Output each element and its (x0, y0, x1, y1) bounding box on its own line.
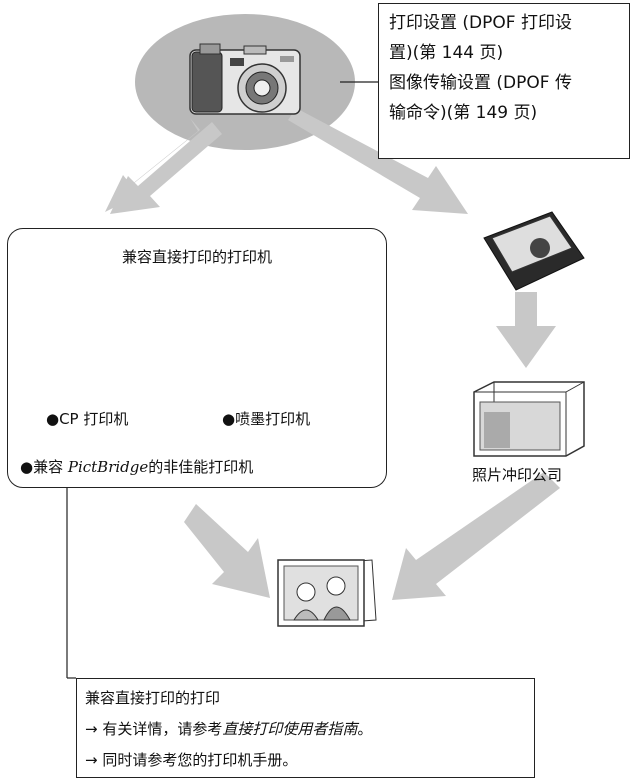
direct-print-note: 兼容直接打印的打印 → 有关详情，请参考直接打印使用者指南。 → 同时请参考您的… (76, 678, 535, 778)
compatible-printers-box (7, 228, 387, 488)
arrow-printers-to-photos (184, 504, 270, 598)
printers-box-title: 兼容直接打印的打印机 (121, 248, 272, 266)
settings-callout: 打印设置 (DPOF 打印设 置)(第 144 页) 图像传输设置 (DPOF … (378, 3, 630, 159)
callout-line-3: 图像传输设置 (DPOF 传 (389, 73, 572, 93)
callout-line-2: 置)(第 144 页) (389, 43, 504, 63)
pictbridge-prefix: ●兼容 (20, 458, 68, 476)
photo-lab-label: 照片冲印公司 (472, 466, 563, 484)
note-line-2: → 有关详情，请参考直接打印使用者指南。 (85, 720, 373, 738)
arrow-to-photo-lab (496, 292, 556, 368)
arrow-lab-to-photos (392, 472, 560, 600)
note-title: 兼容直接打印的打印 (85, 689, 221, 707)
arrow-to-printers (105, 118, 222, 214)
callout-line-1: 打印设置 (DPOF 打印设 (389, 13, 572, 33)
photo-lab-icon (473, 381, 585, 457)
cp-printer-label: ●CP 打印机 (46, 410, 129, 428)
pictbridge-printer-label: ●兼容 PictBridge的非佳能打印机 (20, 456, 253, 477)
pictbridge-suffix: 的非佳能打印机 (148, 458, 254, 476)
direct-print-guide-reference: 直接打印使用者指南 (222, 720, 358, 738)
inkjet-printer-label: ●喷墨打印机 (222, 410, 311, 428)
memory-card-icon (483, 211, 585, 291)
arrow-to-card (288, 108, 468, 214)
pictbridge-brand: PictBridge (67, 458, 149, 476)
photos-icon (277, 559, 377, 627)
camera-icon (189, 43, 301, 115)
callout-line-4: 输命令)(第 149 页) (389, 103, 538, 123)
note-line-3: → 同时请参考您的打印机手册。 (85, 751, 298, 769)
